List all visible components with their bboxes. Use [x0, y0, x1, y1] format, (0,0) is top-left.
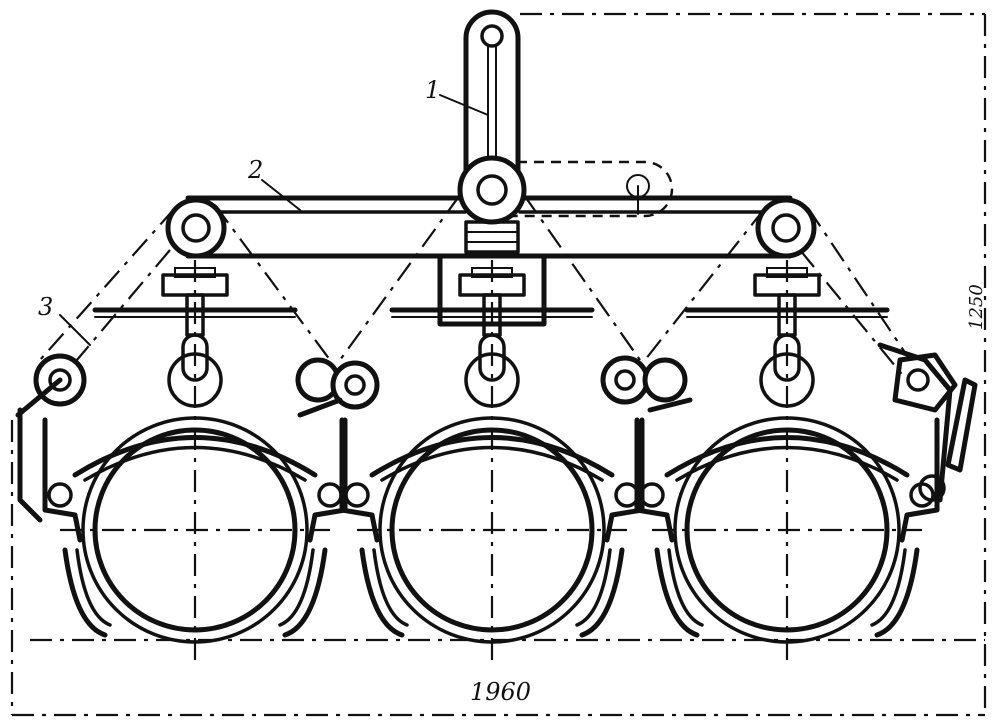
central-pivot [437, 155, 547, 327]
gripper-shells [15, 342, 953, 523]
latch-lever [892, 352, 978, 502]
dimension-height: 1250 [966, 284, 987, 330]
side-pulleys [33, 353, 688, 410]
lifting-link [463, 9, 521, 178]
sling-lines [39, 194, 911, 381]
beam-end-pulleys [165, 197, 817, 259]
dimension-width: 1960 [470, 678, 531, 706]
callout-2: 2 [247, 156, 263, 184]
gripper-center [342, 260, 642, 660]
outer-dimension-frame [10, 12, 987, 717]
gripper-right [637, 260, 937, 660]
callout-1: 1 [425, 76, 440, 104]
callout-leaders [59, 94, 489, 346]
callout-3: 3 [38, 293, 53, 321]
